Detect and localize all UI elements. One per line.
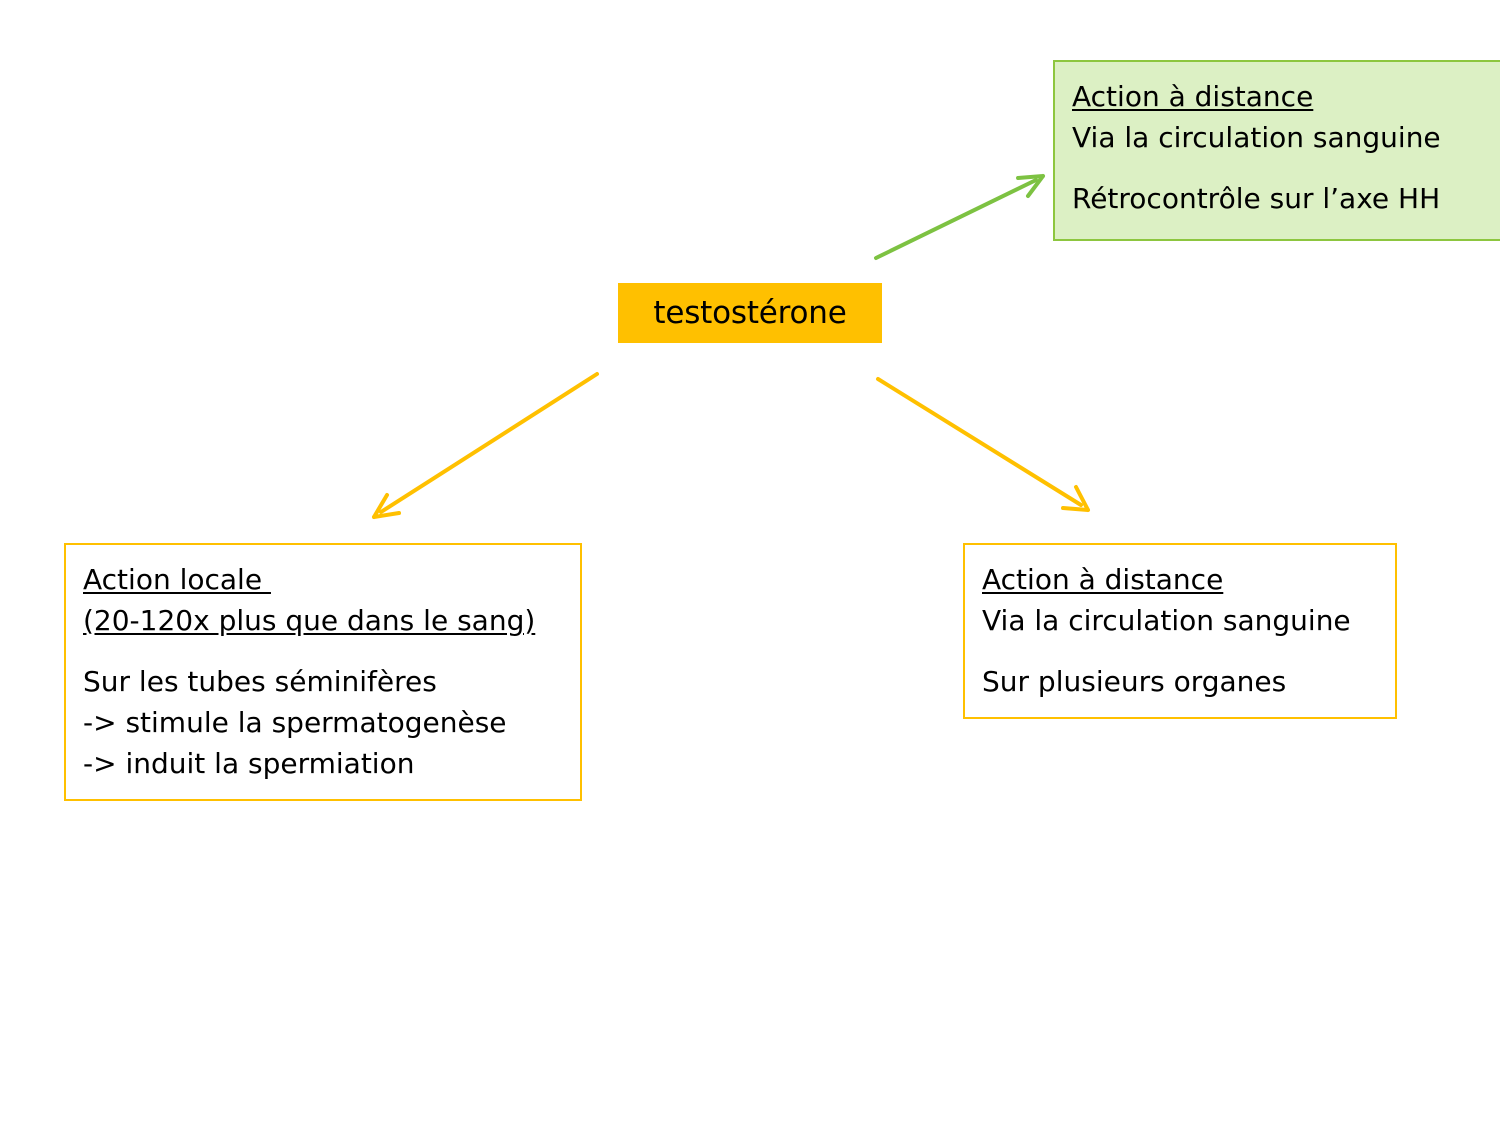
green-box-line-3: Rétrocontrôle sur l’axe HH [1072,182,1441,215]
left-box-line-4: -> induit la spermiation [83,747,415,780]
arrow-to-right-box [876,377,1090,512]
node-testosterone[interactable]: testostérone [618,283,882,343]
node-action-locale[interactable]: Action locale (20-120x plus que dans le … [64,543,582,801]
node-testosterone-label: testostérone [653,295,847,331]
left-box-line-3: -> stimule la spermatogenèse [83,706,507,739]
right-box-line-3: Sur plusieurs organes [982,665,1287,698]
right-box-line-1: Via la circulation sanguine [982,604,1351,637]
green-box-heading: Action à distance [1072,80,1314,113]
node-action-a-distance-retrocontrole[interactable]: Action à distance Via la circulation san… [1053,60,1500,241]
right-box-heading: Action à distance [982,563,1224,596]
left-box-line-1 [83,641,580,661]
arrow-to-left-box [372,372,599,519]
left-box-line-2: Sur les tubes séminifères [83,665,437,698]
right-box-line-2 [982,641,1395,661]
node-action-a-distance-organes[interactable]: Action à distance Via la circulation san… [963,543,1397,719]
left-box-heading: Action locale [83,563,271,596]
green-box-line-1: Via la circulation sanguine [1072,121,1441,154]
green-box-line-2 [1072,158,1500,178]
arrow-to-green-box [874,174,1045,260]
left-box-subheading: (20-120x plus que dans le sang) [83,604,536,637]
